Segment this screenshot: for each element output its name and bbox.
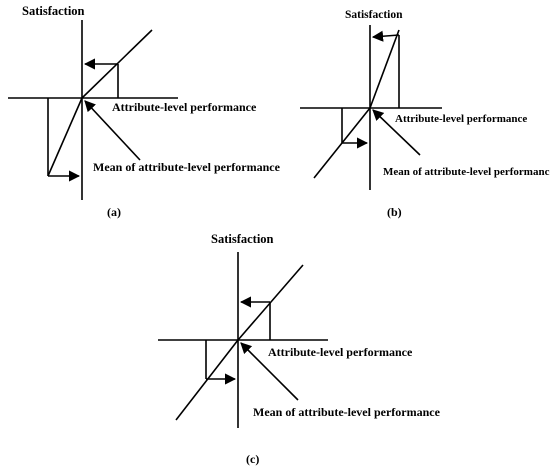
panel-a-caption: (a) (107, 205, 121, 219)
panel-b-mean-label: Mean of attribute-level performance (383, 166, 550, 178)
panel-b-y-axis-label: Satisfaction (345, 9, 403, 21)
panel-a-x-axis-label: Attribute-level performance (112, 100, 257, 114)
panel-b: Satisfaction Attribute-level performance… (300, 9, 550, 219)
panel-b-upper-arrow (371, 30, 400, 42)
panel-a-mean-label: Mean of attribute-level performance (93, 160, 281, 174)
panel-c-caption: (c) (246, 452, 259, 466)
panel-a: Satisfaction Attribute-level performance… (8, 4, 281, 219)
panel-c-lower-curve (175, 339, 239, 421)
panel-a-y-axis-label: Satisfaction (22, 4, 85, 18)
panel-b-mean-pointer (372, 109, 421, 156)
panel-b-upper-curve (369, 29, 400, 109)
panel-b-x-axis-label: Attribute-level performance (395, 113, 527, 125)
panel-c-y-axis-label: Satisfaction (211, 232, 274, 246)
panel-c: Satisfaction Attribute-level performance… (158, 232, 441, 466)
panel-c-x-axis-label: Attribute-level performance (268, 345, 413, 359)
panel-c-mean-pointer (240, 342, 299, 401)
panel-a-mean-pointer (84, 100, 141, 161)
panel-b-caption: (b) (387, 205, 402, 219)
panel-a-lower-curve (47, 97, 83, 177)
panel-c-mean-label: Mean of attribute-level performance (253, 405, 441, 419)
